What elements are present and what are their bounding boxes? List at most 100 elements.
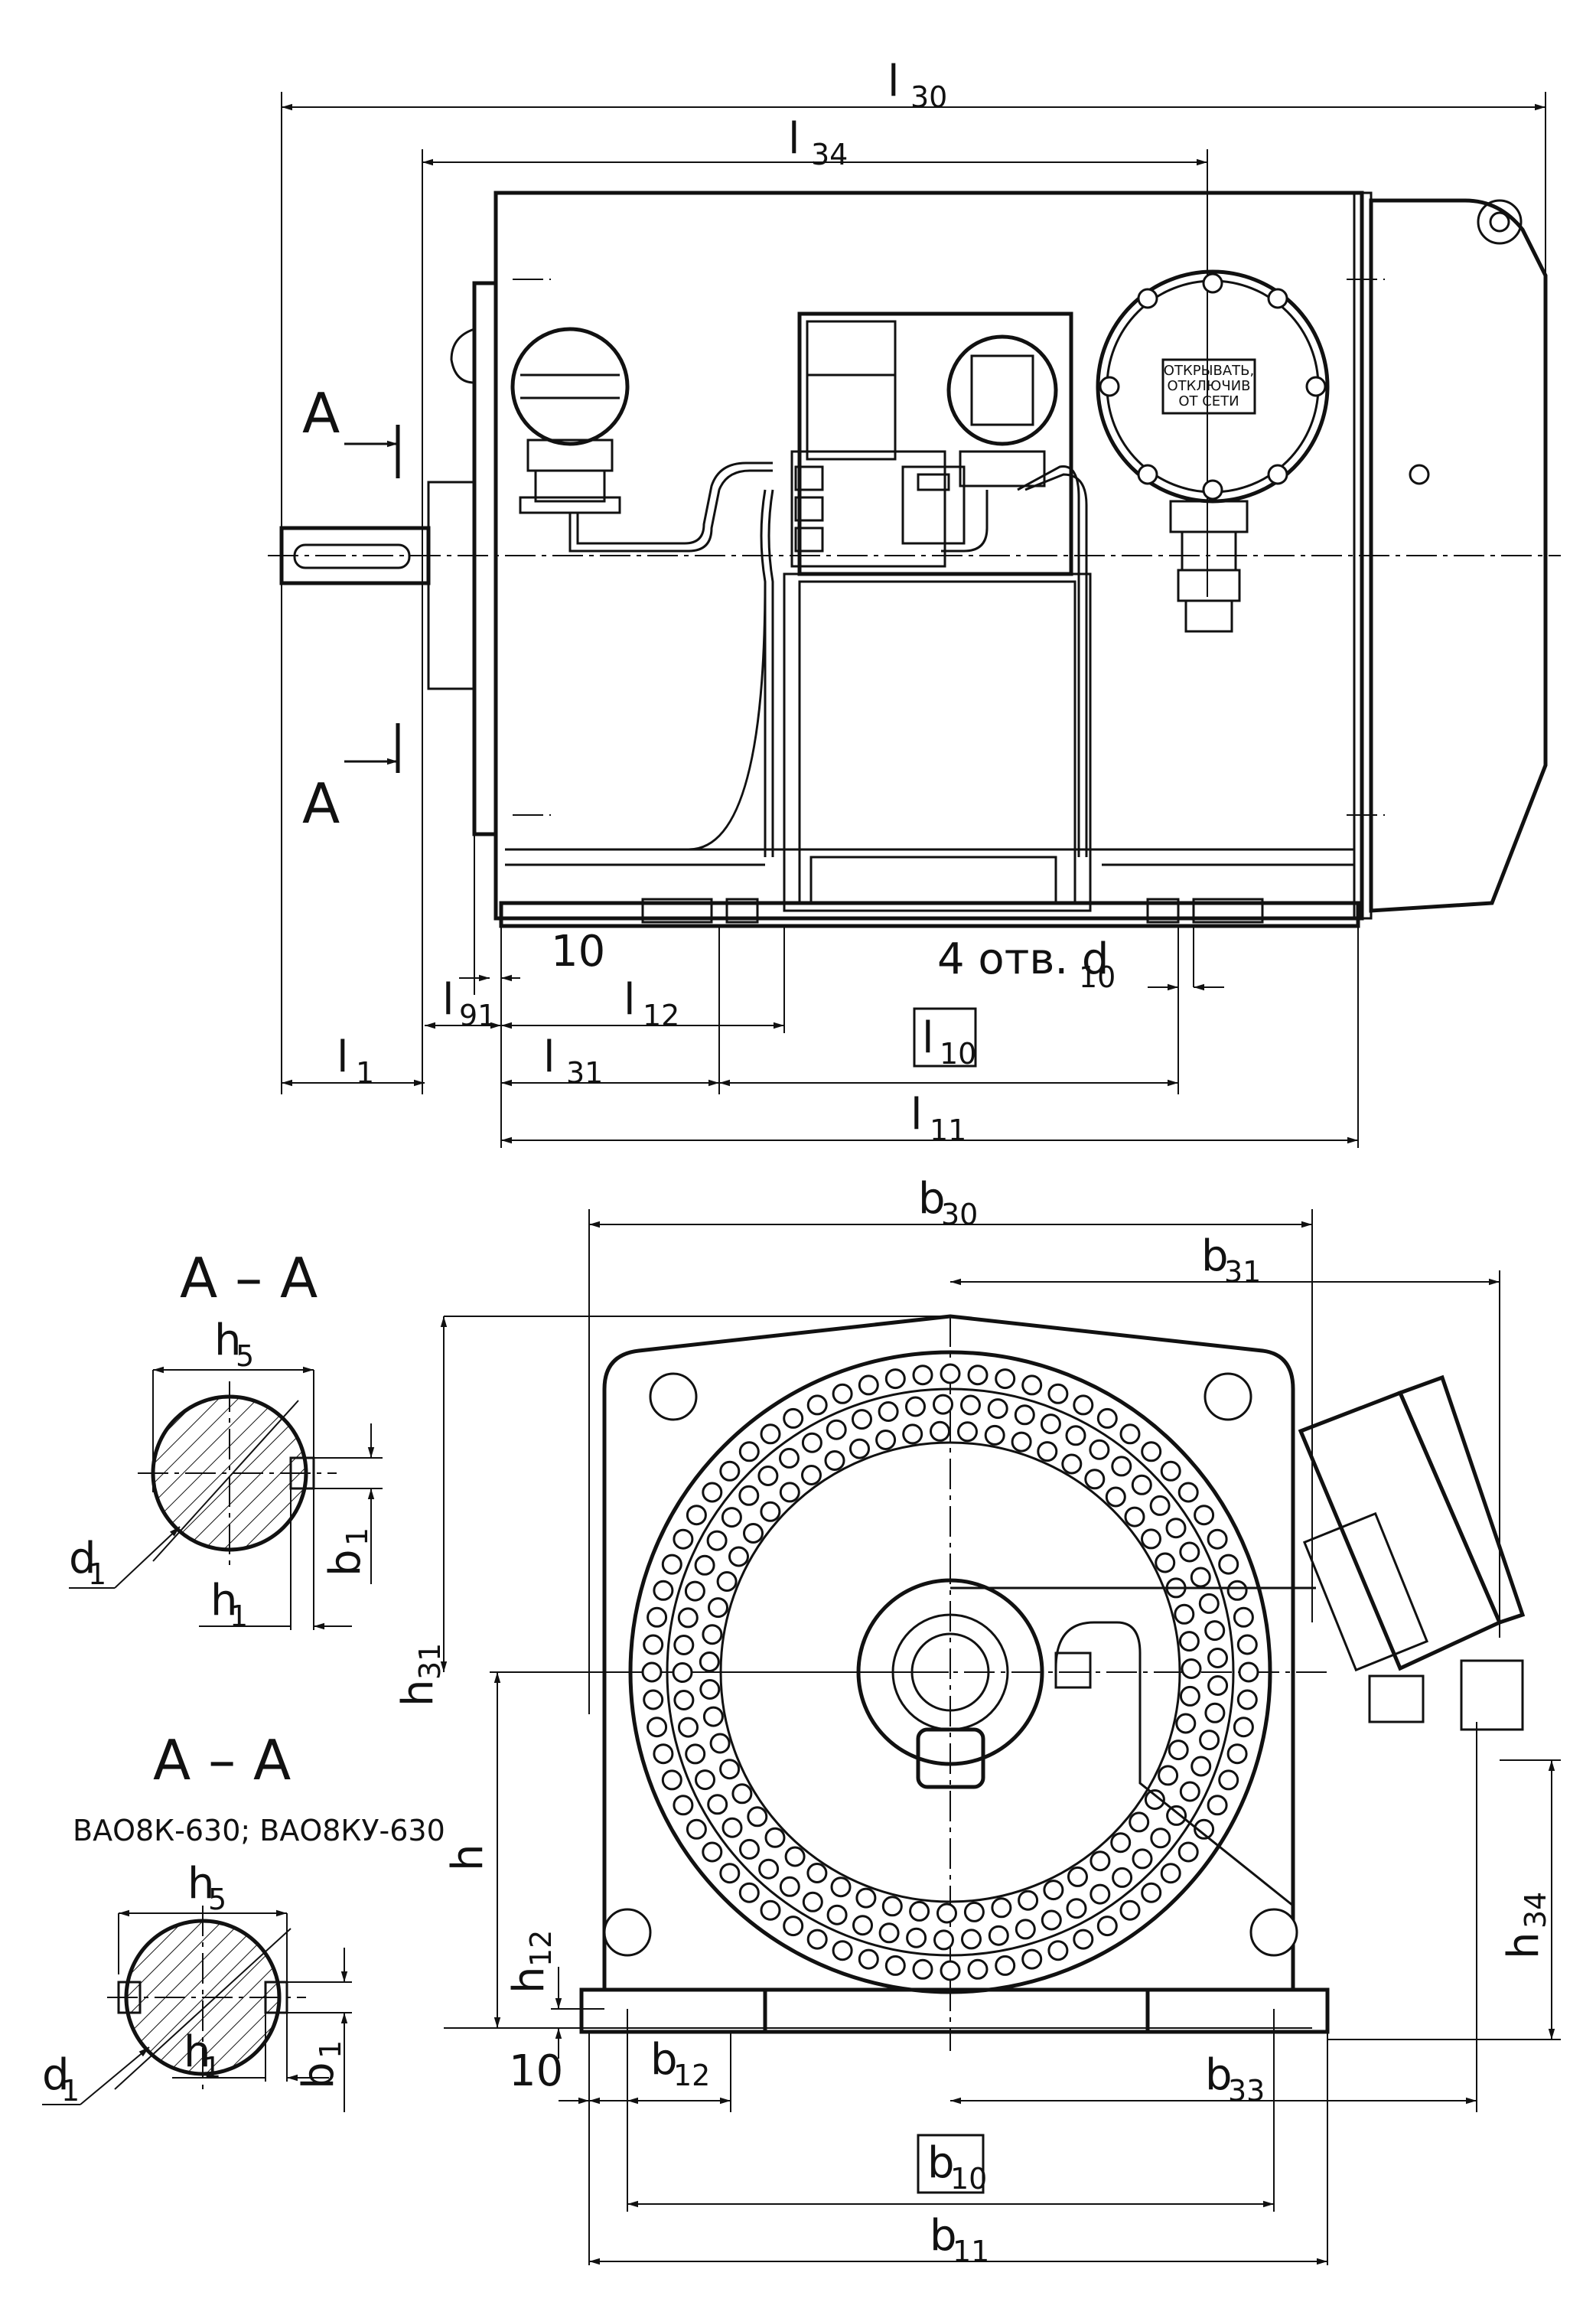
vent-hole	[905, 1396, 926, 1417]
vent-hole	[686, 1818, 707, 1840]
vent-hole	[912, 1365, 933, 1386]
vent-hole	[653, 1743, 674, 1765]
vent-hole	[1141, 1528, 1161, 1550]
label-l12: l	[624, 975, 636, 1025]
vent-hole	[678, 1717, 699, 1738]
vent-hole	[1226, 1743, 1248, 1765]
label-l1: l	[337, 1032, 349, 1082]
vent-hole	[1141, 1882, 1162, 1903]
svg-text:31: 31	[413, 1643, 447, 1680]
vent-hole	[1018, 1889, 1039, 1911]
vent-hole	[987, 1398, 1008, 1420]
vent-hole	[1207, 1675, 1229, 1696]
section-subtitle-2: ВАО8К-630; ВАО8КУ-630	[73, 1814, 445, 1847]
vent-hole	[1207, 1528, 1228, 1550]
svg-text:91: 91	[459, 999, 496, 1032]
vent-hole	[719, 1759, 741, 1780]
vent-hole	[783, 1407, 804, 1429]
vent-hole	[1218, 1769, 1239, 1791]
vent-hole	[1124, 1506, 1145, 1528]
svg-text:1: 1	[314, 2040, 347, 2059]
vent-hole	[1047, 1940, 1069, 1961]
vent-hole	[1119, 1899, 1141, 1921]
svg-text:1: 1	[356, 1056, 374, 1090]
vent-hole	[940, 1363, 961, 1384]
svg-text:10: 10	[950, 2162, 987, 2196]
vent-hole	[1132, 1848, 1153, 1870]
label-b30: b	[918, 1174, 946, 1224]
vent-hole	[719, 1460, 741, 1482]
vent-hole	[960, 1394, 981, 1416]
svg-text:11: 11	[953, 2235, 989, 2268]
vent-hole	[1166, 1805, 1187, 1826]
vent-hole	[1066, 1898, 1087, 1919]
svg-text:11: 11	[930, 1113, 966, 1147]
vent-hole	[1110, 1832, 1132, 1854]
vent-hole	[961, 1929, 982, 1950]
vent-hole	[1067, 1866, 1088, 1887]
vent-hole	[832, 1383, 853, 1404]
vent-hole	[699, 1651, 720, 1672]
vent-hole	[967, 1958, 989, 1980]
vent-hole	[984, 1424, 1005, 1446]
svg-text:31: 31	[1224, 1255, 1261, 1289]
vent-hole	[1204, 1702, 1226, 1723]
vent-hole	[1112, 1867, 1133, 1888]
vent-hole	[1218, 1554, 1239, 1575]
vent-hole	[855, 1887, 877, 1909]
vent-hole	[912, 1958, 933, 1980]
vent-hole	[1150, 1828, 1171, 1849]
vent-hole	[728, 1546, 749, 1567]
vent-hole	[802, 1891, 823, 1912]
vent-hole	[1207, 1648, 1228, 1668]
label-b1-a: b	[321, 1549, 370, 1576]
vent-hole	[738, 1441, 760, 1462]
vent-hole	[743, 1523, 764, 1544]
vent-hole	[1111, 1456, 1132, 1477]
svg-text:10: 10	[1079, 960, 1116, 994]
vent-hole	[1177, 1841, 1199, 1863]
vent-hole	[1047, 1383, 1069, 1404]
vent-hole	[779, 1482, 800, 1503]
vent-hole	[940, 1960, 961, 1981]
vent-hole	[677, 1607, 699, 1629]
vent-hole	[731, 1783, 753, 1805]
plate-text-1: ОТКРЫВАТЬ,	[1164, 363, 1254, 379]
label-b33: b	[1205, 2050, 1233, 2100]
label-b11: b	[930, 2211, 957, 2261]
vent-hole	[933, 1394, 953, 1415]
plate-text-3: ОТ СЕТИ	[1178, 393, 1239, 409]
vent-hole	[1141, 1441, 1162, 1462]
label-h34: h	[1499, 1932, 1549, 1960]
vent-hole	[784, 1846, 806, 1867]
vent-hole	[1090, 1883, 1111, 1905]
svg-text:31: 31	[566, 1056, 603, 1090]
vent-hole	[1194, 1818, 1215, 1840]
side-view: l 30 l 34 A	[268, 57, 1561, 1148]
vent-hole	[738, 1882, 760, 1903]
label-b31: b	[1201, 1231, 1229, 1281]
vent-hole	[806, 1394, 828, 1416]
vent-hole	[824, 1450, 845, 1471]
vent-hole	[709, 1733, 731, 1754]
vent-hole	[1014, 1404, 1035, 1426]
vent-hole	[647, 1717, 668, 1738]
bottom-dimensions: 10 4 отв. d 10 l 91 l 12 l 10 l 1 l 31 l…	[282, 834, 1359, 1148]
vent-hole	[758, 1858, 780, 1880]
label-l31: l	[543, 1032, 555, 1082]
vent-hole	[967, 1365, 989, 1386]
vent-hole	[757, 1466, 779, 1486]
vent-hole	[1105, 1486, 1126, 1508]
label-l34-sub: 34	[811, 138, 848, 171]
section-title-2: A – A	[153, 1728, 291, 1792]
section-title-1: A – A	[180, 1246, 318, 1310]
vent-hole	[1119, 1423, 1141, 1445]
vent-hole	[684, 1580, 705, 1602]
vent-hole	[1181, 1658, 1202, 1679]
vent-hole	[702, 1482, 723, 1503]
vent-hole	[1204, 1620, 1226, 1642]
vent-hole	[906, 1927, 927, 1948]
vent-hole	[719, 1863, 741, 1884]
vent-hole	[1165, 1518, 1187, 1539]
vent-hole	[806, 1929, 828, 1950]
